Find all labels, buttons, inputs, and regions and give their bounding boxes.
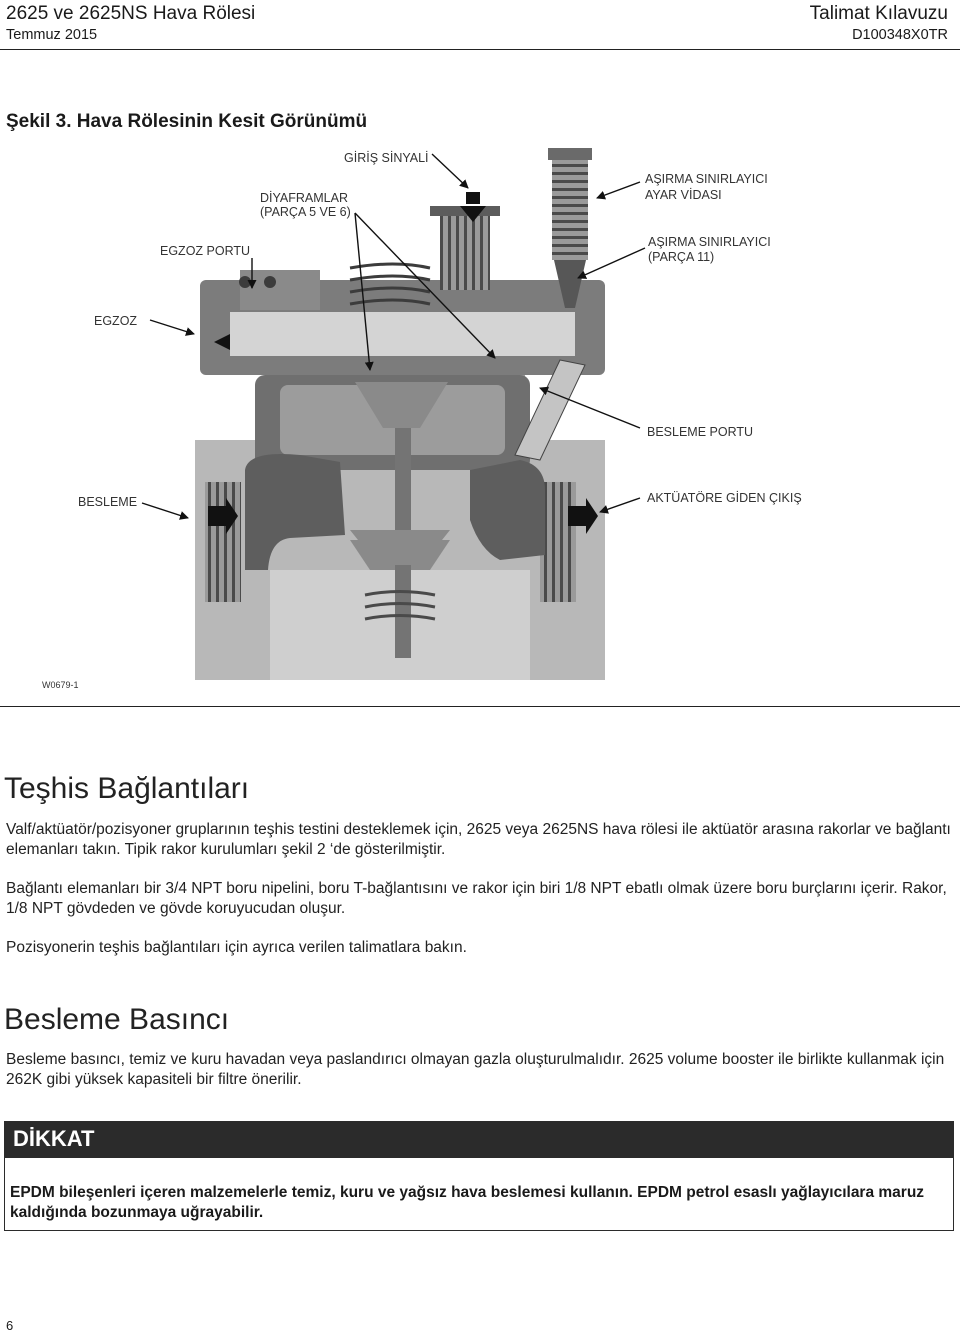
teshis-paragraph-3: Pozisyonerin teşhis bağlantıları için ay… xyxy=(6,939,467,956)
callout-leaders xyxy=(141,153,646,520)
figure-title: Şekil 3. Hava Rölesinin Kesit Görünümü xyxy=(6,111,368,132)
label-giris-sinyali: GİRİŞ SİNYALİ xyxy=(344,151,429,165)
drawing-number: W0679-1 xyxy=(42,680,79,690)
header-rule xyxy=(0,49,960,50)
label-asirma-parca: AŞIRMA SINIRLAYICI xyxy=(648,235,771,249)
page-number: 6 xyxy=(6,1318,14,1333)
label-besleme: BESLEME xyxy=(78,495,137,509)
label-asirma-parca-11: (PARÇA 11) xyxy=(648,250,714,264)
label-asirma-ayar: AŞIRMA SINIRLAYICI xyxy=(645,172,768,186)
section-heading-teshis: Teşhis Bağlantıları xyxy=(4,772,250,805)
product-title: 2625 ve 2625NS Hava Rölesi xyxy=(6,3,256,24)
figure-rule xyxy=(0,706,960,707)
header-right: Talimat Kılavuzu D100348X0TR xyxy=(810,3,948,45)
label-egzoz-portu: EGZOZ PORTU xyxy=(160,244,250,258)
relay-cross-section-figure: GİRİŞ SİNYALİ DİYAFRAMLAR (PARÇA 5 VE 6)… xyxy=(42,148,802,690)
document-number: D100348X0TR xyxy=(852,27,948,43)
publication-date: Temmuz 2015 xyxy=(6,27,98,43)
teshis-paragraph-1: Valf/aktüatör/pozisyoner gruplarının teş… xyxy=(6,821,951,858)
label-diyaframlar: DİYAFRAMLAR xyxy=(260,191,348,205)
section-heading-besleme: Besleme Basıncı xyxy=(4,1003,230,1036)
caution-banner: DİKKAT xyxy=(4,1121,954,1157)
caution-box: EPDM bileşenleri içeren malzemelerle tem… xyxy=(4,1157,954,1231)
label-aktuatore-giden: AKTÜATÖRE GİDEN ÇIKIŞ xyxy=(647,491,802,505)
caution-title: DİKKAT xyxy=(13,1126,95,1151)
document-type: Talimat Kılavuzu xyxy=(809,3,948,24)
teshis-paragraph-2: Bağlantı elemanları bir 3/4 NPT boru nip… xyxy=(6,880,947,917)
label-besleme-portu: BESLEME PORTU xyxy=(647,425,753,439)
label-egzoz: EGZOZ xyxy=(94,314,137,328)
relay-body-drawing xyxy=(195,148,605,680)
besleme-paragraph: Besleme basıncı, temiz ve kuru havadan v… xyxy=(6,1051,945,1088)
header-left: 2625 ve 2625NS Hava Rölesi Temmuz 2015 xyxy=(6,3,255,45)
caution-text: EPDM bileşenleri içeren malzemelerle tem… xyxy=(10,1184,925,1221)
label-diyaframlar-parca: (PARÇA 5 VE 6) xyxy=(260,205,351,219)
label-asirma-ayar-vidasi: AYAR VİDASI xyxy=(645,188,722,202)
